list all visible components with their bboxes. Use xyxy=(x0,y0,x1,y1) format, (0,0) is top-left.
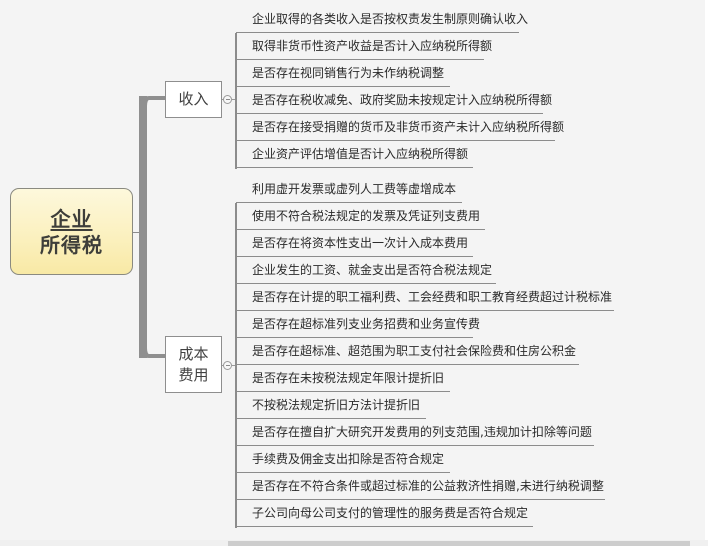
leaf-text: 是否存在超标准列支业务招费和业务宣传费 xyxy=(252,317,481,331)
leaf-item[interactable]: 是否存在计提的职工福利费、工会经费和职工教育经费超过计税标准 xyxy=(236,284,614,311)
trunk-curve-bottom xyxy=(139,344,167,358)
leaf-item[interactable]: 企业资产评估增值是否计入应纳税所得额 xyxy=(236,141,473,168)
trunk-connector xyxy=(139,96,147,358)
leaf-underline xyxy=(236,256,473,257)
leaf-underline xyxy=(236,202,462,203)
leaf-underline xyxy=(236,140,555,141)
leaf-text: 企业资产评估增值是否计入应纳税所得额 xyxy=(252,147,469,161)
leaf-underline xyxy=(236,472,450,473)
leaf-text: 是否存在未按税法规定年限计提折旧 xyxy=(252,371,445,385)
branch-node-income[interactable]: 收入 xyxy=(165,81,222,118)
leaf-underline xyxy=(236,113,543,114)
leaf-text: 是否存在超标准、超范围为职工支付社会保险费和住房公积金 xyxy=(252,344,577,358)
toggle-link xyxy=(232,99,236,100)
root-title-line2: 所得税 xyxy=(40,232,103,257)
leaf-text: 企业取得的各类收入是否按权责发生制原则确认收入 xyxy=(252,12,529,26)
leaf-item[interactable]: 使用不符合税法规定的发票及凭证列支费用 xyxy=(236,203,485,230)
leaf-text: 是否存在税收减免、政府奖励未按规定计入应纳税所得额 xyxy=(252,93,553,107)
leaf-item[interactable]: 不按税法规定折旧方法计提折旧 xyxy=(236,392,426,419)
trunk-curve-top xyxy=(139,96,167,110)
branch-node-cost[interactable]: 成本 费用 xyxy=(165,336,222,393)
leaf-text: 不按税法规定折旧方法计提折旧 xyxy=(252,398,421,412)
leaf-item[interactable]: 是否存在税收减免、政府奖励未按规定计入应纳税所得额 xyxy=(236,87,552,114)
leaf-item[interactable]: 是否存在视同销售行为未作纳税调整 xyxy=(236,60,450,87)
leaf-underline xyxy=(236,283,496,284)
leaf-text: 是否存在计提的职工福利费、工会经费和职工教育经费超过计税标准 xyxy=(252,290,613,304)
branch-label-line: 费用 xyxy=(178,365,209,384)
leaf-item[interactable]: 取得非货币性资产收益是否计入应纳税所得额 xyxy=(236,33,492,60)
canvas-right-edge xyxy=(705,0,708,546)
leaf-item[interactable]: 企业取得的各类收入是否按权责发生制原则确认收入 xyxy=(236,6,528,33)
leaf-text: 是否存在接受捐赠的货币及非货币资产未计入应纳税所得额 xyxy=(252,120,565,134)
toggle-link xyxy=(232,365,236,366)
leaf-underline xyxy=(236,337,473,338)
leaf-text: 子公司向母公司支付的管理性的服务费是否符合规定 xyxy=(252,506,529,520)
leaf-item[interactable]: 是否存在接受捐赠的货币及非货币资产未计入应纳税所得额 xyxy=(236,114,564,141)
root-node[interactable]: 企业 所得税 xyxy=(10,188,133,275)
leaf-text: 是否存在不符合条件或超过标准的公益救济性捐赠,未进行纳税调整 xyxy=(252,479,604,493)
root-title-line1: 企业 xyxy=(50,206,93,231)
leaf-underline xyxy=(236,364,579,365)
horizontal-scrollbar-thumb[interactable] xyxy=(228,541,690,546)
leaf-item[interactable]: 子公司向母公司支付的管理性的服务费是否符合规定 xyxy=(236,500,533,527)
leaf-text: 利用虚开发票或虚列人工费等虚增成本 xyxy=(252,182,457,196)
bracket-cost xyxy=(235,203,237,528)
leaf-item[interactable]: 是否存在超标准列支业务招费和业务宣传费 xyxy=(236,311,480,338)
leaf-text: 使用不符合税法规定的发票及凭证列支费用 xyxy=(252,209,481,223)
collapse-toggle-icon[interactable] xyxy=(223,361,232,370)
leaf-underline xyxy=(236,32,519,33)
leaf-text: 企业发生的工资、就金支出是否符合税法规定 xyxy=(252,263,493,277)
branch-label-line: 收入 xyxy=(178,90,209,108)
leaf-text: 是否存在视同销售行为未作纳税调整 xyxy=(252,66,445,80)
leaf-item[interactable]: 是否存在不符合条件或超过标准的公益救济性捐赠,未进行纳税调整 xyxy=(236,473,605,500)
leaf-underline xyxy=(236,445,594,446)
leaf-underline xyxy=(236,59,484,60)
leaf-text: 是否存在将资本性支出一次计入成本费用 xyxy=(252,236,469,250)
leaf-underline xyxy=(236,86,450,87)
leaf-item[interactable]: 是否存在未按税法规定年限计提折旧 xyxy=(236,365,450,392)
root-connector xyxy=(133,232,140,233)
leaf-underline xyxy=(236,167,473,168)
leaf-text: 手续费及佣金支出扣除是否符合规定 xyxy=(252,452,445,466)
leaf-underline xyxy=(236,310,614,311)
leaf-item[interactable]: 是否存在超标准、超范围为职工支付社会保险费和住房公积金 xyxy=(236,338,579,365)
leaf-underline xyxy=(236,229,485,230)
leaf-item[interactable]: 是否存在擅自扩大研究开发费用的列支范围,违规加计扣除等问题 xyxy=(236,419,594,446)
leaf-item[interactable]: 利用虚开发票或虚列人工费等虚增成本 xyxy=(236,176,462,203)
leaf-item[interactable]: 是否存在将资本性支出一次计入成本费用 xyxy=(236,230,473,257)
leaf-underline xyxy=(236,499,605,500)
bracket-income xyxy=(235,33,237,169)
leaf-text: 取得非货币性资产收益是否计入应纳税所得额 xyxy=(252,39,493,53)
leaf-text: 是否存在擅自扩大研究开发费用的列支范围,违规加计扣除等问题 xyxy=(252,425,592,439)
leaf-item[interactable]: 手续费及佣金支出扣除是否符合规定 xyxy=(236,446,450,473)
leaf-underline xyxy=(236,526,533,527)
collapse-toggle-icon[interactable] xyxy=(223,95,232,104)
leaf-underline xyxy=(236,418,426,419)
branch-label-line: 成本 xyxy=(178,344,209,363)
leaf-item[interactable]: 企业发生的工资、就金支出是否符合税法规定 xyxy=(236,257,496,284)
leaf-underline xyxy=(236,391,450,392)
